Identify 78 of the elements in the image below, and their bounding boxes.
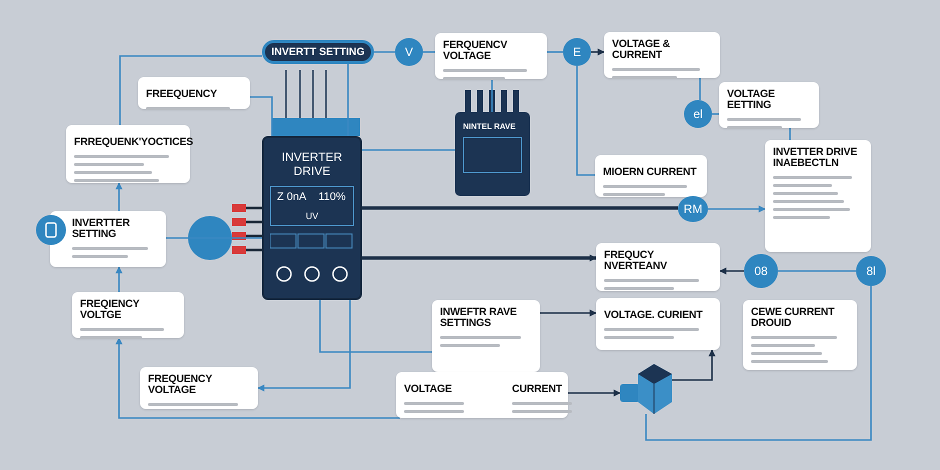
- card-heading: FREQUENCY VOLTAGE: [148, 374, 213, 396]
- info-card: [596, 243, 720, 291]
- info-card: [432, 300, 540, 372]
- connector: [319, 300, 432, 353]
- setting-tab: [262, 40, 374, 64]
- connector-node: [744, 254, 778, 288]
- connector-node: [856, 256, 886, 286]
- card-heading: INVERTTER SETTING: [72, 218, 131, 240]
- motor-drawing: [620, 362, 672, 414]
- card-heading: FREQIENCY VOLTGE: [80, 299, 140, 322]
- info-card: [435, 33, 547, 79]
- card-heading: VOLTAGE. CURIENT: [604, 310, 702, 322]
- connector: [576, 66, 595, 176]
- connector: [645, 286, 872, 441]
- connector-node: [395, 38, 423, 66]
- connector: [789, 128, 791, 140]
- connector-node: [678, 196, 708, 222]
- connector: [166, 237, 262, 239]
- connector: [347, 64, 349, 136]
- connector-node: [684, 100, 712, 128]
- display-readout: 110%: [317, 190, 347, 205]
- card-heading: VOLTAGE EETTING: [727, 89, 776, 112]
- unit-title: NINTEL RAVE: [463, 122, 517, 131]
- card-heading: CEWE CURRENT DROUID: [751, 307, 836, 330]
- card-heading: CURRENT: [512, 384, 562, 396]
- connector: [699, 78, 701, 100]
- card-heading: INWEFTR RAVE SETTINGS: [440, 307, 518, 330]
- info-card: [138, 77, 250, 109]
- thick-connector: [362, 206, 678, 210]
- connector: [116, 266, 122, 292]
- connector: [423, 51, 435, 53]
- connector: [374, 51, 395, 53]
- info-card: [604, 32, 720, 78]
- connector: [547, 51, 563, 53]
- info-card: [719, 82, 819, 128]
- connector: [672, 349, 716, 381]
- node-label: INVERTT SETTING: [271, 46, 365, 58]
- inverter-drive-panel: [262, 136, 362, 300]
- card-heading: FRREQUENK'YOCTICES: [74, 137, 194, 148]
- info-card: [595, 155, 707, 197]
- connector-node: [563, 38, 591, 66]
- connector: [119, 55, 262, 125]
- connector: [540, 310, 597, 316]
- drive-unit: [455, 112, 530, 196]
- card-heading: VOLTAGE: [404, 384, 452, 396]
- card-heading: FREEQUENCY: [146, 89, 217, 100]
- info-card: [72, 292, 184, 338]
- node-label: el: [693, 107, 703, 121]
- connector: [719, 268, 744, 274]
- card-heading: FERQUENCV VOLTAGE: [443, 40, 508, 62]
- connector: [116, 337, 400, 419]
- connector: [362, 149, 455, 151]
- card-heading: VOLTAGE & CURRENT: [612, 39, 671, 62]
- connector: [257, 300, 351, 392]
- connector: [708, 206, 766, 212]
- info-card: [765, 140, 871, 252]
- connector: [778, 270, 856, 272]
- thick-connector: [362, 254, 597, 262]
- node-label: 8l: [866, 264, 876, 278]
- node-label: RM: [684, 202, 702, 216]
- card-heading: INVETTER DRIVE INAEBECTLN: [773, 147, 858, 170]
- card-heading: FREQUCY NVERTEANV: [604, 250, 668, 272]
- connector: [250, 96, 273, 136]
- info-card: [743, 300, 857, 370]
- info-card: [596, 298, 720, 350]
- info-card: [140, 367, 258, 409]
- card-heading: MIOERN CURRENT: [603, 167, 696, 178]
- connector: [591, 48, 605, 56]
- connector: [712, 113, 719, 115]
- connector: [568, 390, 621, 396]
- node-label: 08: [754, 264, 768, 278]
- display-readout: UV: [304, 210, 320, 223]
- node-label: V: [404, 45, 413, 59]
- connector: [491, 79, 493, 112]
- connector: [116, 182, 122, 211]
- panel-title: INVERTER DRIVE: [280, 150, 344, 178]
- display-readout: Z 0nA: [276, 190, 308, 205]
- node-label: E: [572, 45, 581, 59]
